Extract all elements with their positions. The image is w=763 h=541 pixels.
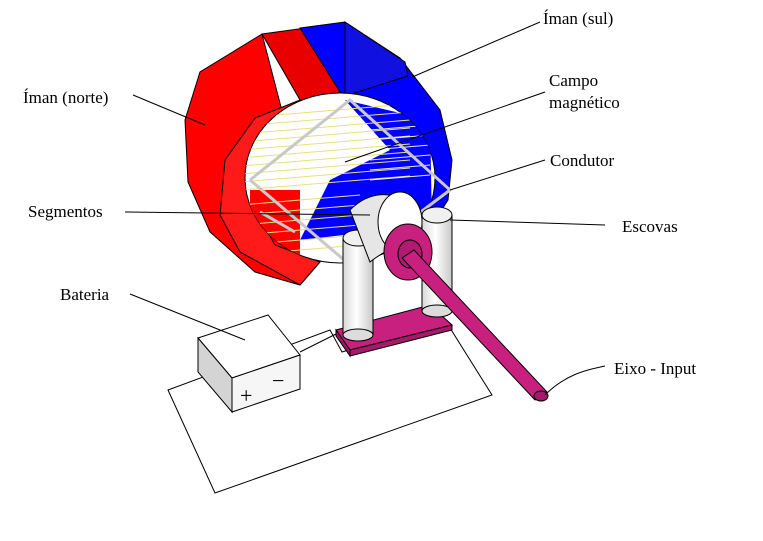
label-magnetic-field-line2: magnético xyxy=(549,93,620,112)
leader-conductor xyxy=(449,159,546,191)
leader-segments xyxy=(124,211,371,216)
label-conductor: Condutor xyxy=(550,151,615,170)
label-magnet-south: Íman (sul) xyxy=(543,9,613,28)
label-battery: Bateria xyxy=(60,285,110,304)
leader-battery xyxy=(129,293,246,341)
label-brushes: Escovas xyxy=(622,217,678,236)
leader-magnet-south xyxy=(409,21,541,79)
leader-lines xyxy=(124,21,606,396)
wires xyxy=(299,333,337,353)
leader-magnetic-field xyxy=(344,91,546,163)
south-pole-side xyxy=(344,21,409,97)
axle-rod xyxy=(401,249,548,401)
labels: Íman (sul) Íman (norte) Campo magnético … xyxy=(23,9,696,378)
axle xyxy=(383,223,549,402)
leader-magnet-north xyxy=(132,94,206,126)
label-magnetic-field-line1: Campo xyxy=(549,71,598,90)
label-segments: Segmentos xyxy=(28,202,103,221)
label-magnet-north: Íman (norte) xyxy=(23,88,108,107)
leader-brushes xyxy=(449,219,606,226)
battery-minus-symbol: − xyxy=(272,368,284,393)
battery: + − xyxy=(197,314,301,414)
battery-plus-symbol: + xyxy=(240,383,252,408)
label-axle: Eixo - Input xyxy=(614,359,696,378)
leader-axle xyxy=(544,365,606,396)
